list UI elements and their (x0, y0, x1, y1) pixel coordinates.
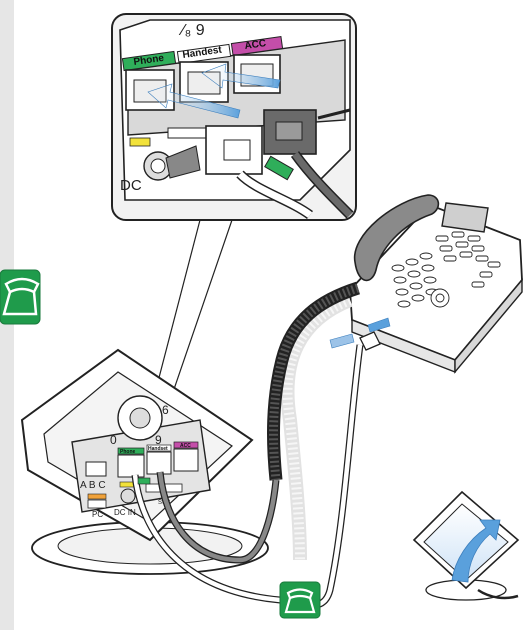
phone-icon (349, 194, 523, 374)
base-dial-number-6: 6 (162, 403, 169, 417)
base-dial-number-9: 9 (155, 433, 162, 447)
base-port-handset-label: Handset (148, 446, 168, 452)
base-port-phone-label: Phone (120, 449, 135, 455)
phone-jack-connector (329, 317, 391, 351)
base-dc-label: DC IN (114, 508, 136, 517)
zoom-callout: ⁄₈ 9 Phone Handest ACC (111, 13, 357, 431)
base-abc-label: A B C (80, 480, 106, 491)
handset-icon (0, 269, 41, 325)
small-cube-illustration (412, 490, 520, 601)
callout-dial-text: ⁄₈ 9 (178, 22, 205, 39)
base-port-acc-label: ACC (180, 443, 191, 449)
arrow-icon (147, 63, 281, 119)
base-dial-number-0: 0 (110, 433, 117, 447)
base-pc-label: PC (92, 510, 103, 519)
callout-gray-connector (263, 109, 317, 155)
callout-port-phone-label: Phone (133, 53, 165, 68)
callout-port-acc-label: ACC (244, 38, 267, 52)
callout-white-connector (205, 125, 263, 175)
base-station: 0 9 6 Phone Handset ACC A B C PC DC IN S… (20, 348, 269, 575)
handset-icon-small (279, 581, 321, 619)
callout-dc-label: DC (120, 177, 142, 194)
